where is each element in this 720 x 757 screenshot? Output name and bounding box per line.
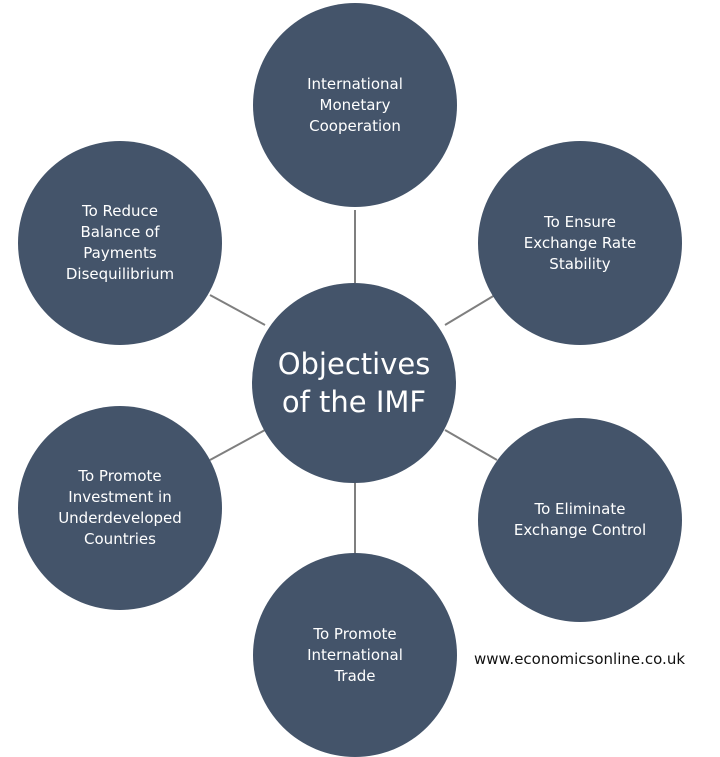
connector-top-left	[209, 294, 266, 326]
objective-label: To Reduce Balance of Payments Disequilib…	[65, 202, 175, 283]
connector-top-right	[444, 294, 496, 326]
objective-label: To Ensure Exchange Rate Stability	[523, 212, 637, 273]
objective-node: To Promote International Trade	[253, 553, 457, 757]
center-label: Objectives of the IMF	[277, 347, 431, 419]
source-url: www.economicsonline.co.uk	[474, 650, 686, 668]
objective-label: To Eliminate Exchange Control	[513, 500, 647, 539]
objective-node: To Reduce Balance of Payments Disequilib…	[18, 141, 222, 345]
objective-node: To Promote Investment in Underdeveloped …	[18, 406, 222, 610]
objective-node: International Monetary Cooperation	[253, 3, 457, 207]
connector-bottom-right	[444, 429, 498, 461]
center-node: Objectives of the IMF	[252, 283, 456, 483]
objective-label: To Promote International Trade	[307, 624, 403, 685]
connector-bottom-left	[209, 429, 266, 461]
objective-node: To Ensure Exchange Rate Stability	[478, 141, 682, 345]
objective-label: International Monetary Cooperation	[307, 74, 403, 135]
objective-label: To Promote Investment in Underdeveloped …	[58, 467, 182, 548]
objective-node: To Eliminate Exchange Control	[478, 418, 682, 622]
